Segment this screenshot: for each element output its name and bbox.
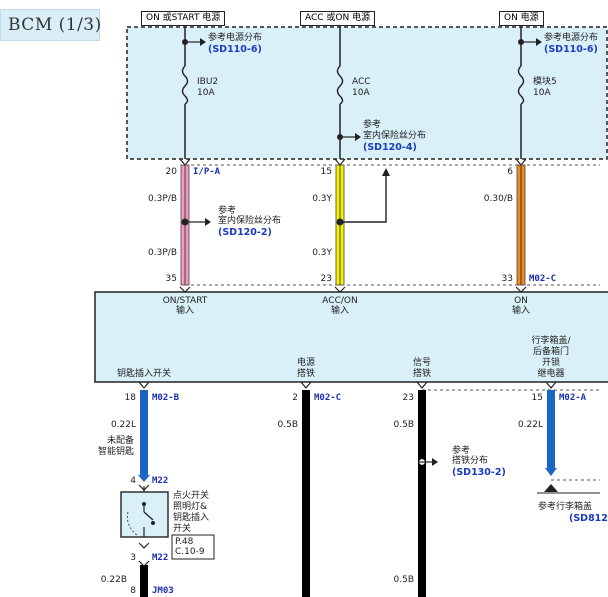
fuse-3-amp: 10A <box>533 88 551 98</box>
ref-sd110-6-1[interactable]: (SD110-6) <box>208 44 262 55</box>
pin-18: 18 <box>124 393 136 403</box>
wire-blue-trunk <box>547 390 555 468</box>
wire-black-signal-ground <box>418 390 426 597</box>
switch-label-line3: 钥匙插入 <box>173 513 210 523</box>
ref-label-fuse-1: 参考 <box>363 120 382 130</box>
wire-spec-yellow-bottom: 0.3Y <box>312 248 332 258</box>
ref-fuse-dist-2: 室内保险丝分布 <box>218 216 282 226</box>
fuse-1-amp: 10A <box>197 88 215 98</box>
ref-sd130-2[interactable]: (SD130-2) <box>452 467 506 478</box>
fuse-3-name: 模块5 <box>533 77 557 87</box>
ref-label-ground: 参考 <box>452 446 471 456</box>
fuse-1-name: IBU2 <box>197 77 219 87</box>
fuse-panel <box>126 26 608 160</box>
page-title: BCM (1/3) <box>8 15 102 35</box>
input-on-start-line1: ON/START <box>162 296 208 306</box>
switch-label-line1: 点火开关 <box>173 491 210 501</box>
wire-spec-signal-ground-bottom: 0.5B <box>393 575 415 585</box>
fuse-2-symbol <box>336 65 344 105</box>
source-box-acc-on: ACC 或ON 电源 <box>300 11 376 26</box>
wire-black-power-ground <box>302 390 310 597</box>
page-reference-line2: C.10-9 <box>175 547 205 557</box>
page-reference-line1: P.48 <box>175 537 194 547</box>
wire-spec-yellow-top: 0.3Y <box>312 194 332 204</box>
pin-23-upper: 23 <box>320 274 332 284</box>
ref-ground-dist: 搭铁分布 <box>452 456 489 466</box>
connector-m02a: M02-A <box>559 393 587 403</box>
wire-spec-trunk: 0.22L <box>517 420 543 430</box>
ref-sd120-2[interactable]: (SD120-2) <box>218 227 272 238</box>
not-equipped-line2: 智能钥匙 <box>97 447 134 457</box>
ref-label-fuse-2: 参考 <box>218 206 237 216</box>
pin-15-upper: 15 <box>320 167 332 177</box>
wire-spec-key: 0.22L <box>110 420 136 430</box>
wire-spec-signal-ground: 0.5B <box>393 420 415 430</box>
input-acc-on-line2: 输入 <box>330 306 350 316</box>
pin-2: 2 <box>292 393 298 403</box>
signal-ground-line1: 信号 <box>412 358 432 368</box>
ref-power-dist-1: 参考电源分布 <box>208 33 263 43</box>
input-on-line2: 输入 <box>511 306 531 316</box>
ref-sd110-6-2[interactable]: (SD110-6) <box>544 44 598 55</box>
input-on-line1: ON <box>514 296 528 306</box>
signal-ground-line2: 搭铁 <box>412 369 432 379</box>
pin-33: 33 <box>501 274 513 284</box>
switch-label-line2: 照明灯& <box>173 502 208 512</box>
wire-spec-orange-top: 0.30/B <box>483 194 513 204</box>
fuse-1-symbol <box>181 65 189 105</box>
ref-sd120-4[interactable]: (SD120-4) <box>363 142 417 153</box>
fuse-3-symbol <box>517 65 525 105</box>
trunk-ref-label: 参考行李箱盖 <box>538 502 593 512</box>
power-ground-line2: 搭铁 <box>296 369 316 379</box>
pin-15-lower: 15 <box>531 393 543 403</box>
trunk-relay-line3: 开锁 <box>541 358 561 368</box>
switch-label-line4: 开关 <box>173 524 192 534</box>
pin-23-lower: 23 <box>402 393 414 403</box>
trunk-relay-line2: 后备箱门 <box>532 347 570 357</box>
trunk-relay-line1: 行李箱盖/ <box>531 336 571 346</box>
source-acc-on-label: ACC 或ON 电源 <box>305 13 371 23</box>
bcm-module-box <box>94 291 608 383</box>
fuse-2-name: ACC <box>352 77 371 87</box>
page-title-box: BCM (1/3) <box>0 9 102 41</box>
wire-spec-pink-bottom: 0.3P/B <box>148 248 177 258</box>
fuse-2-amp: 10A <box>352 88 370 98</box>
page-reference-box <box>171 534 215 560</box>
wire-blue-key <box>140 390 148 475</box>
source-on-label: ON 电源 <box>504 13 539 23</box>
wire-spec-switch-bottom: 0.22B <box>100 575 127 585</box>
pin-6: 6 <box>507 167 513 177</box>
not-equipped-line1: 未配备 <box>106 436 134 446</box>
connector-m02c-lower: M02-C <box>314 393 342 403</box>
wire-spec-pink-top: 0.3P/B <box>148 194 177 204</box>
wire-spec-power-ground: 0.5B <box>277 420 299 430</box>
connector-jm03: JM03 <box>152 586 174 596</box>
ref-power-dist-2: 参考电源分布 <box>544 33 599 43</box>
connector-m22-top: M22 <box>152 476 169 486</box>
input-acc-on-line1: ACC/ON <box>322 296 358 306</box>
input-on-start-line2: 输入 <box>175 306 195 316</box>
connector-m22-bottom: M22 <box>152 553 169 563</box>
connector-ipa: I/P-A <box>193 167 221 177</box>
source-box-on: ON 电源 <box>499 11 544 26</box>
pin-8: 8 <box>130 586 136 596</box>
ref-sd812[interactable]: (SD812 <box>569 513 608 524</box>
source-box-on-start: ON 或START 电源 <box>141 11 226 26</box>
connector-m02c-upper: M02-C <box>529 274 557 284</box>
pin-20: 20 <box>165 167 177 177</box>
connector-m02b: M02-B <box>152 393 180 403</box>
power-ground-line1: 电源 <box>296 358 316 368</box>
pin-35: 35 <box>165 274 177 284</box>
trunk-relay-line4: 继电器 <box>537 369 565 379</box>
pin-3: 3 <box>130 553 136 563</box>
key-insert-switch-label: 钥匙插入开关 <box>116 369 172 379</box>
ref-fuse-dist-1: 室内保险丝分布 <box>363 131 427 141</box>
pin-4: 4 <box>130 476 136 486</box>
source-on-start-label: ON 或START 电源 <box>146 13 221 23</box>
wire-black-switch-bottom <box>140 565 148 597</box>
